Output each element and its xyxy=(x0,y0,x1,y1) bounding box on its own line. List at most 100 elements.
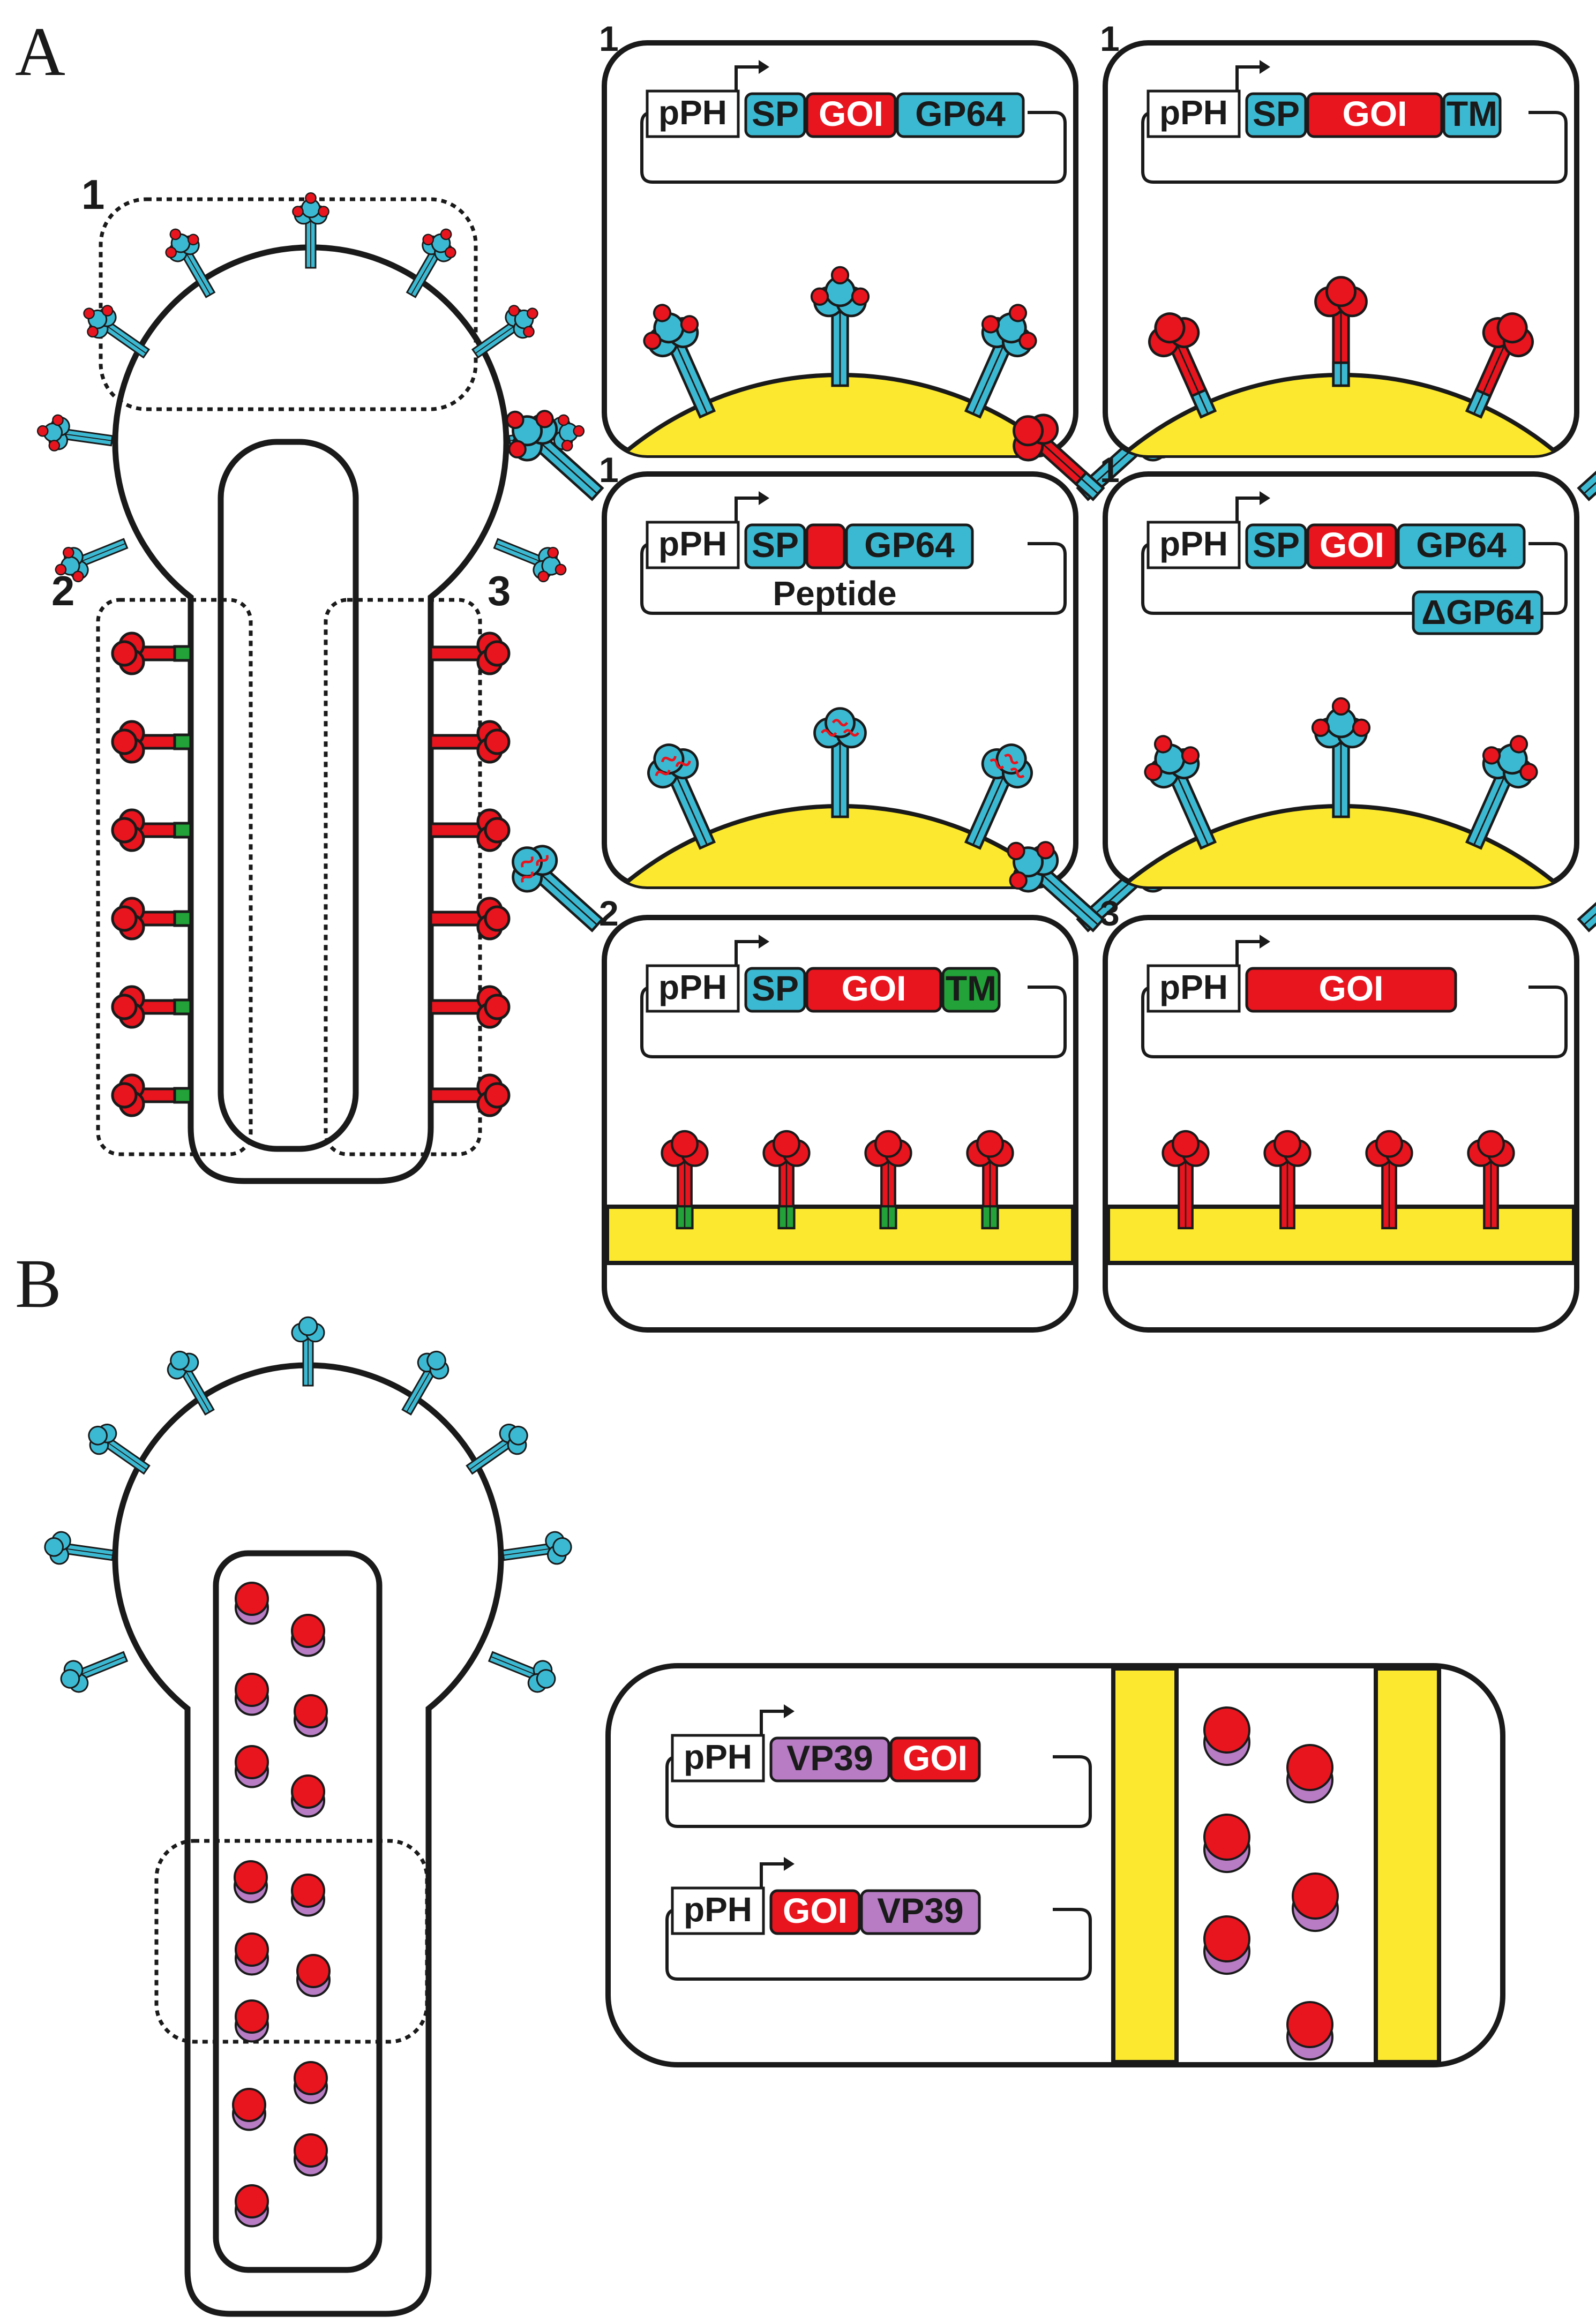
capsid-icon xyxy=(294,2133,328,2177)
capsid-icon xyxy=(235,2184,269,2228)
spike-icon xyxy=(810,266,870,387)
spike-icon xyxy=(1144,735,1217,850)
side-spike-icon xyxy=(429,1073,511,1117)
spike-icon xyxy=(647,743,716,850)
gene-segment xyxy=(941,967,1001,1013)
gene-segment xyxy=(1306,523,1398,569)
plasmid-backbone xyxy=(640,542,1067,615)
promoter-box xyxy=(646,89,740,138)
plasmid-backbone xyxy=(1141,542,1568,615)
gene-segment xyxy=(1245,967,1457,1013)
side-spike-icon xyxy=(111,985,192,1029)
spike-icon xyxy=(964,304,1037,419)
capsid-icon xyxy=(294,2061,328,2104)
side-spike-icon xyxy=(111,808,192,852)
capsid-icon xyxy=(232,2088,266,2131)
spike-icon xyxy=(1162,1130,1210,1230)
gene-segment-label: SP xyxy=(752,968,799,1008)
gene-segment-label: TM xyxy=(1447,94,1497,133)
capsid-icon xyxy=(1203,1814,1250,1874)
extra-gene-label: ΔGP64 xyxy=(1421,593,1534,631)
construct-panel: 2 pPH SP GOI TM xyxy=(599,893,1078,1333)
virion-b xyxy=(44,1316,572,2317)
spike-icon xyxy=(1365,1130,1413,1230)
virion-a-spikes xyxy=(36,192,585,1117)
spike-icon xyxy=(60,1651,129,1693)
spike-icon xyxy=(1465,312,1534,419)
gene-segment xyxy=(805,92,897,138)
promoter-box xyxy=(1147,964,1241,1013)
gene-segment-label: GP64 xyxy=(1416,525,1507,565)
spike-icon xyxy=(1007,841,1105,932)
gene-segment xyxy=(1442,92,1502,138)
gene-segment-label: SP xyxy=(1253,94,1300,133)
spike-icon xyxy=(813,707,867,818)
side-spike-icon xyxy=(429,631,511,675)
promoter-label: pPH xyxy=(1159,968,1228,1006)
promoter-label: pPH xyxy=(1159,524,1228,563)
spike-icon xyxy=(506,410,604,501)
promoter-arrow-icon xyxy=(760,1710,784,1735)
side-spike-icon xyxy=(111,1073,192,1117)
promoter-label: pPH xyxy=(658,968,727,1006)
virion-b-spikes xyxy=(44,1316,572,1693)
promoter-box xyxy=(1147,521,1241,569)
gene-segment-label: GP64 xyxy=(915,94,1006,133)
panel-number: 2 xyxy=(599,893,619,933)
spike-icon xyxy=(165,228,216,298)
gene-segment-label: GP64 xyxy=(864,525,955,565)
plasmid-backbone xyxy=(640,111,1067,184)
gene-segment-label: GOI xyxy=(841,968,906,1008)
section-label-a: A xyxy=(15,13,65,91)
plasmid-backbone xyxy=(1141,986,1568,1058)
side-spike-icon xyxy=(429,808,511,852)
spike-icon xyxy=(1314,276,1368,387)
spike-icon xyxy=(864,1130,912,1230)
panel-number: 3 xyxy=(1100,893,1120,933)
promoter-label: pPH xyxy=(658,524,727,563)
gene-segment-label: SP xyxy=(752,94,799,133)
side-spike-icon xyxy=(111,897,192,941)
spike-icon xyxy=(167,1350,215,1416)
promoter-arrow-icon xyxy=(760,1862,784,1888)
gene-segment-label: VP39 xyxy=(786,1738,873,1778)
capsid-icon xyxy=(291,1874,325,1917)
spike-icon xyxy=(471,305,538,359)
gene-segment-label: GOI xyxy=(783,1891,848,1930)
spike-icon xyxy=(466,1424,528,1475)
promoter-box xyxy=(671,1886,765,1935)
spike-icon xyxy=(1577,435,1596,501)
spike-icon xyxy=(762,1130,811,1230)
membrane-band-right xyxy=(1374,1666,1441,2064)
gene-segment xyxy=(860,1889,981,1935)
spike-icon xyxy=(964,743,1033,850)
promoter-arrow-icon xyxy=(1235,940,1260,966)
virion-a: 1 2 3 xyxy=(36,171,585,1184)
gene-segment xyxy=(845,523,974,569)
capsid-panel-frame xyxy=(605,1663,1505,2067)
promoter-box xyxy=(646,964,740,1013)
gene-segment xyxy=(1397,523,1526,569)
spike-icon xyxy=(1467,1130,1515,1230)
panel-number: 1 xyxy=(1100,19,1120,58)
gene-segment-label: TM xyxy=(946,968,996,1008)
spike-icon xyxy=(488,1651,556,1693)
spike-icon xyxy=(83,305,151,359)
gene-segment-label: GOI xyxy=(1342,94,1407,133)
capsid-icon xyxy=(291,1614,325,1657)
spike-icon xyxy=(966,1130,1014,1230)
gene-segment-label: SP xyxy=(752,525,799,565)
promoter-arrow-icon xyxy=(1235,497,1260,522)
capsid-icon xyxy=(294,1694,328,1738)
plasmid-backbone xyxy=(1141,111,1568,184)
panel-number: 1 xyxy=(599,19,619,58)
capsid-icon xyxy=(235,1582,269,1625)
promoter-box xyxy=(671,1734,765,1783)
promoter-label: pPH xyxy=(684,1890,752,1929)
